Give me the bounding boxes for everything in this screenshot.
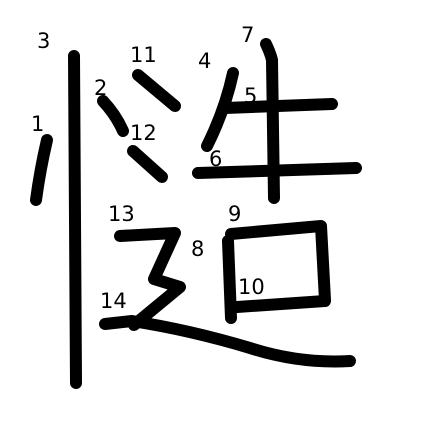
stroke-number-12: 12 bbox=[130, 121, 157, 145]
stroke-14 bbox=[99, 315, 356, 368]
stroke-number-13: 13 bbox=[108, 202, 135, 226]
stroke-number-2: 2 bbox=[94, 76, 107, 100]
stroke-8 bbox=[222, 235, 237, 324]
stroke-10 bbox=[231, 295, 331, 313]
stroke-number-7: 7 bbox=[241, 23, 254, 47]
stroke-3 bbox=[68, 50, 82, 389]
stroke-number-14: 14 bbox=[100, 289, 127, 313]
stroke-12 bbox=[127, 145, 168, 183]
stroke-number-9: 9 bbox=[228, 202, 241, 226]
stroke-2 bbox=[97, 95, 129, 137]
stroke-number-10: 10 bbox=[238, 275, 265, 299]
stroke-number-5: 5 bbox=[244, 84, 257, 108]
stroke-number-3: 3 bbox=[37, 29, 50, 53]
stroke-number-8: 8 bbox=[191, 237, 204, 261]
stroke-13 bbox=[114, 227, 186, 331]
stroke-11 bbox=[132, 69, 181, 112]
stroke-9 bbox=[225, 220, 331, 306]
stroke-1 bbox=[30, 134, 53, 206]
stroke-number-11: 11 bbox=[130, 43, 157, 67]
stroke-number-1: 1 bbox=[31, 112, 44, 136]
stroke-7 bbox=[260, 38, 280, 204]
stroke-number-6: 6 bbox=[209, 147, 222, 171]
stroke-number-4: 4 bbox=[198, 49, 211, 73]
